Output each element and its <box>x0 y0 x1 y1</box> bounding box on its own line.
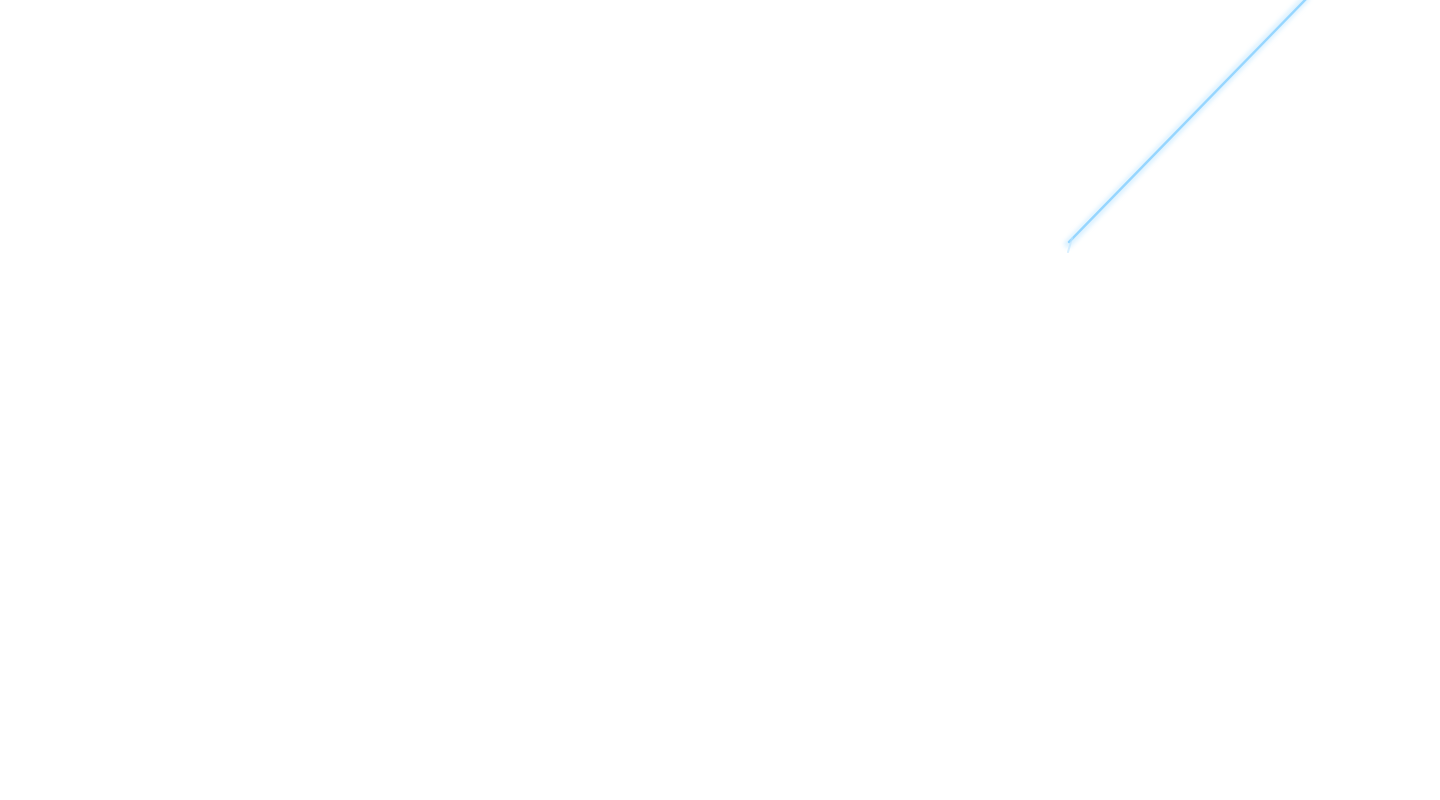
light-streak-glow <box>1064 0 1310 248</box>
light-streak-tail <box>1067 237 1073 253</box>
light-streak-highlight <box>1069 0 1302 239</box>
light-streak-core <box>1067 0 1307 244</box>
